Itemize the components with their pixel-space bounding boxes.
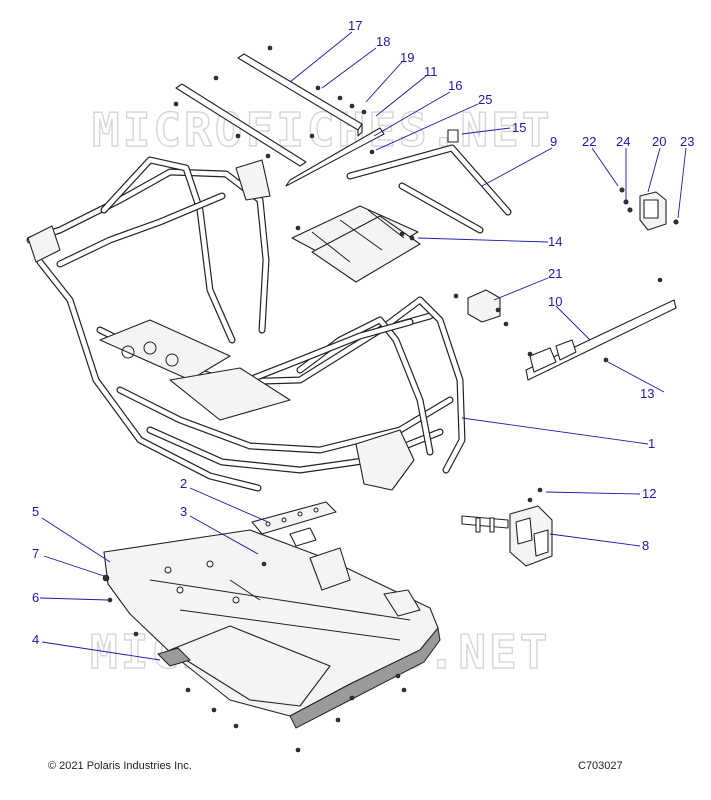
callout-3: 3	[180, 504, 187, 519]
callout-8: 8	[642, 538, 649, 553]
part-1-main-frame	[26, 156, 466, 492]
callout-12: 12	[642, 486, 656, 501]
callout-23: 23	[680, 134, 694, 149]
callout-13: 13	[640, 386, 654, 401]
callout-4: 4	[32, 632, 39, 647]
callout-1: 1	[648, 436, 655, 451]
part-8-rear-mount	[461, 487, 553, 567]
copyright-text: © 2021 Polaris Industries Inc.	[48, 760, 192, 772]
callout-16: 16	[448, 78, 462, 93]
watermark-top: MICROFICHES.NET	[92, 103, 552, 157]
drawing-id: C703027	[578, 760, 623, 772]
callout-2: 2	[180, 476, 187, 491]
callout-19: 19	[400, 50, 414, 65]
callout-22: 22	[582, 134, 596, 149]
skid-hardware	[102, 561, 407, 753]
callout-14: 14	[548, 234, 562, 249]
callout-5: 5	[32, 504, 39, 519]
callout-15: 15	[512, 120, 526, 135]
callout-9: 9	[550, 134, 557, 149]
part-21-bracket	[453, 289, 509, 327]
part-9-rear-tube	[346, 129, 512, 234]
callout-11: 11	[424, 64, 438, 79]
part-14-rear-bracket	[291, 205, 421, 283]
callout-17: 17	[348, 18, 362, 33]
part-10-side-rail	[525, 277, 677, 381]
callout-20: 20	[652, 134, 666, 149]
part-17-cross-tube	[237, 45, 363, 137]
part-11-rail	[173, 75, 315, 167]
part-2-skid-bracket	[251, 501, 337, 559]
part-5-skid-plate	[103, 529, 441, 729]
callout-18: 18	[376, 34, 390, 49]
callout-25: 25	[478, 92, 492, 107]
part-20-mount-bracket	[619, 187, 679, 231]
leader-lines	[39, 31, 687, 661]
callout-10: 10	[548, 294, 562, 309]
part-16-rail	[285, 95, 385, 187]
callout-labels: 17 18 19 11 16 25 15 9 22 24 20 23 14 21…	[32, 18, 694, 647]
callout-21: 21	[548, 266, 562, 281]
callout-6: 6	[32, 590, 39, 605]
callout-24: 24	[616, 134, 630, 149]
callout-7: 7	[32, 546, 39, 561]
